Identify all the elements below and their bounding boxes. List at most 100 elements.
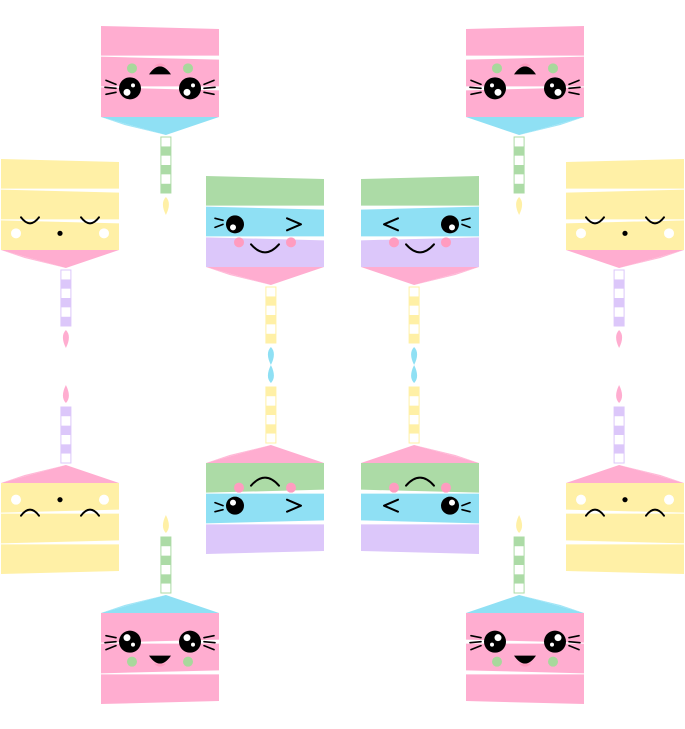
cake-pink-top-right xyxy=(466,26,584,215)
candle-stripe xyxy=(409,324,420,334)
cheek xyxy=(234,237,244,248)
candle-stripe xyxy=(614,453,625,463)
lashes-left xyxy=(461,217,471,229)
cake-yellow-upper-right xyxy=(566,159,684,348)
candle-stripe xyxy=(409,333,420,343)
cheek xyxy=(127,656,137,667)
tongue xyxy=(154,663,166,667)
smile-icon xyxy=(405,243,435,254)
lashes-left xyxy=(104,634,117,651)
cake-face xyxy=(383,476,471,515)
candle-stripe xyxy=(265,287,276,297)
candle-stripe xyxy=(60,288,71,298)
closed-eye-icon xyxy=(645,508,665,517)
candle-stripe xyxy=(614,416,625,426)
flame-icon xyxy=(411,365,418,383)
candle-stripe xyxy=(409,305,420,315)
candle xyxy=(513,136,525,215)
cake-top-wedge xyxy=(101,595,219,613)
candle-stripe xyxy=(60,270,71,280)
cheek xyxy=(234,482,244,493)
cheek xyxy=(183,656,193,667)
cake-face xyxy=(104,630,216,667)
eye-highlight xyxy=(183,88,191,96)
candle-stripe xyxy=(614,316,625,326)
candle-outline xyxy=(513,136,525,194)
cake-layer xyxy=(566,513,684,544)
cake-face xyxy=(383,215,471,254)
eye-highlight-small xyxy=(550,642,554,647)
lashes-right xyxy=(469,79,482,96)
wink-eye-icon xyxy=(383,498,399,513)
eye-highlight xyxy=(449,499,455,506)
cake-top-wedge xyxy=(361,445,479,463)
flame-icon xyxy=(162,197,169,215)
cake-layer xyxy=(101,87,219,117)
cake-layer xyxy=(566,159,684,189)
eye-highlight-small xyxy=(191,642,195,647)
eye-highlight-small xyxy=(191,83,195,88)
cheek xyxy=(664,228,674,239)
candle-stripe xyxy=(60,425,71,435)
candle-stripe xyxy=(265,387,276,397)
candle-stripe xyxy=(265,396,276,406)
cake-face xyxy=(11,494,109,517)
candle-stripe xyxy=(160,555,171,565)
cake-layer xyxy=(361,176,479,206)
candle-stripe xyxy=(409,296,420,306)
closed-eye-icon xyxy=(80,216,100,225)
cake-top-wedge xyxy=(206,267,324,285)
cake-layer xyxy=(1,159,119,189)
eye-highlight-small xyxy=(131,83,135,88)
candle-stripe xyxy=(409,433,420,443)
candle-stripe xyxy=(265,433,276,443)
cake-layer xyxy=(466,26,584,56)
candle-stripe xyxy=(60,307,71,317)
candle-stripe xyxy=(265,296,276,306)
cake-top-wedge xyxy=(101,117,219,135)
mouth-dot xyxy=(622,230,628,236)
cake-layer xyxy=(1,513,119,544)
candle-outline xyxy=(265,386,277,444)
eye-icon xyxy=(226,496,244,515)
eye-icon xyxy=(179,630,201,653)
cheek xyxy=(548,656,558,667)
cake-top-wedge xyxy=(566,465,684,483)
candle xyxy=(513,515,525,594)
cake-face xyxy=(214,215,302,254)
flame-icon xyxy=(62,385,69,403)
cake-layer xyxy=(206,493,324,524)
cheek xyxy=(389,237,399,248)
candle-stripe xyxy=(160,565,171,575)
candle-stripe xyxy=(60,279,71,289)
cheek xyxy=(11,228,21,239)
cake-layer xyxy=(361,206,479,237)
flame-icon xyxy=(267,347,274,365)
lashes-left xyxy=(568,79,581,96)
mouth-icon xyxy=(149,66,171,75)
cake-face xyxy=(469,630,581,667)
wink-eye-icon xyxy=(286,217,302,232)
eye-icon xyxy=(226,215,244,234)
cake-face xyxy=(214,476,302,515)
cake-layer xyxy=(101,26,219,56)
candle-outline xyxy=(408,386,420,444)
cheek xyxy=(99,494,109,505)
eye-icon xyxy=(441,496,459,515)
candle-outline xyxy=(408,286,420,344)
smile-icon xyxy=(405,476,435,487)
mouth-icon xyxy=(514,66,536,75)
candle-stripe xyxy=(160,574,171,584)
cake-layer xyxy=(466,87,584,117)
candle-outline xyxy=(60,406,72,464)
candle-outline xyxy=(160,536,172,594)
mouth-dot xyxy=(57,497,63,503)
tongue xyxy=(154,63,166,67)
candle-stripe xyxy=(160,146,171,156)
candle-stripe xyxy=(160,137,171,147)
candle-stripe xyxy=(409,424,420,434)
cheek xyxy=(664,494,674,505)
flame-icon xyxy=(267,365,274,383)
candle xyxy=(613,385,625,464)
